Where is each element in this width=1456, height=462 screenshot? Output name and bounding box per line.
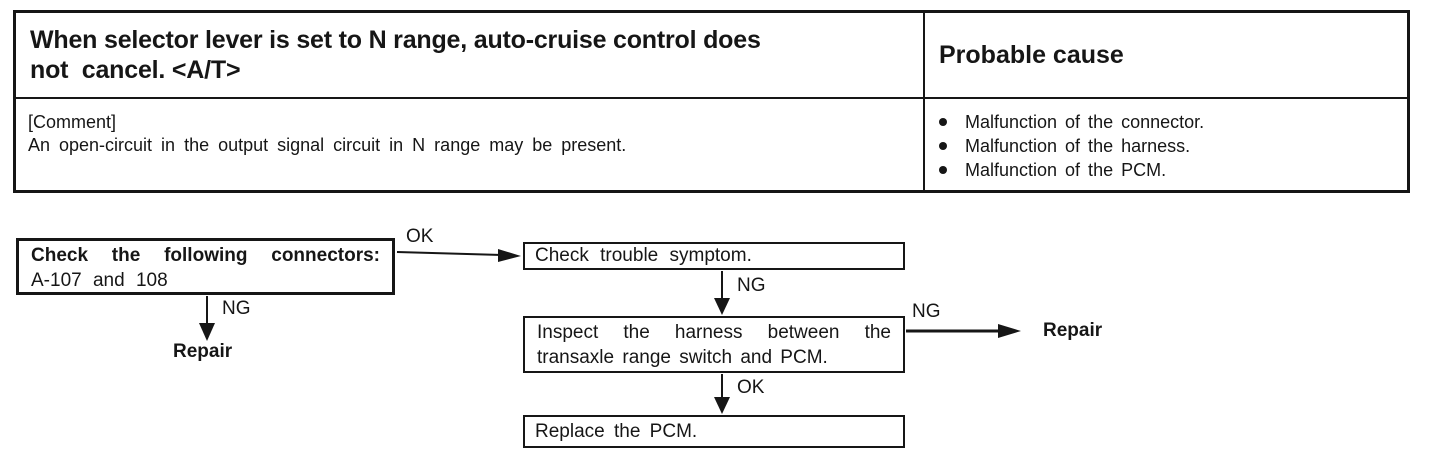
probable-cause-header-cell: Probable cause [925, 13, 1407, 99]
arrow-ng-down-left [199, 296, 215, 341]
comment-label: [Comment] [28, 112, 117, 132]
arrow-ok-down [714, 374, 730, 414]
flow-step-check-connectors: Check the following connectors: A-107 an… [16, 238, 395, 295]
arrow-ok-right [396, 249, 521, 262]
list-item: Malfunction of the connector. [931, 111, 1399, 134]
flow-step-inspect-harness: Inspect the harness between the transaxl… [523, 316, 905, 373]
flow-step3-line2: transaxle range switch and PCM. [537, 347, 828, 368]
list-item: Malfunction of the harness. [931, 135, 1399, 158]
arrow-ng-down-middle [714, 271, 730, 315]
comment-cell: [Comment] An open-circuit in the output … [16, 99, 925, 190]
flow-step4-text: Replace the PCM. [535, 421, 698, 442]
cause-text: Malfunction of the harness. [965, 136, 1191, 156]
cause-list: Malfunction of the connector. Malfunctio… [931, 111, 1399, 182]
branch-label-ok-1: OK [406, 226, 434, 247]
flow-step1-detail: A-107 and 108 [31, 270, 168, 291]
flow-step-replace-pcm: Replace the PCM. [523, 415, 905, 448]
repair-action-left: Repair [173, 341, 233, 362]
flow-step3-line1: Inspect the harness between the [537, 322, 891, 343]
symptom-table: When selector lever is set to N range, a… [13, 10, 1410, 193]
symptom-title-line1: When selector lever is set to N range, a… [30, 26, 761, 54]
branch-label-ng-3: NG [912, 301, 941, 322]
cause-text: Malfunction of the PCM. [965, 160, 1167, 180]
comment-text: An open-circuit in the output signal cir… [28, 135, 627, 155]
causes-cell: Malfunction of the connector. Malfunctio… [925, 99, 1407, 190]
cause-text: Malfunction of the connector. [965, 112, 1205, 132]
flow-step2-text: Check trouble symptom. [535, 245, 752, 266]
flow-step1-title: Check the following connectors: [31, 245, 380, 266]
bullet-icon [939, 118, 947, 126]
branch-label-ok-2: OK [737, 377, 765, 398]
symptom-header-cell: When selector lever is set to N range, a… [16, 13, 925, 99]
branch-label-ng-2: NG [737, 275, 766, 296]
list-item: Malfunction of the PCM. [931, 159, 1399, 182]
symptom-title-line2: not cancel. <A/T> [30, 56, 241, 84]
bullet-icon [939, 142, 947, 150]
flow-step-check-trouble-symptom: Check trouble symptom. [523, 242, 905, 270]
branch-label-ng-1: NG [222, 298, 251, 319]
probable-cause-header: Probable cause [939, 41, 1124, 69]
repair-action-right: Repair [1043, 320, 1103, 341]
bullet-icon [939, 166, 947, 174]
arrow-ng-right [906, 324, 1021, 338]
